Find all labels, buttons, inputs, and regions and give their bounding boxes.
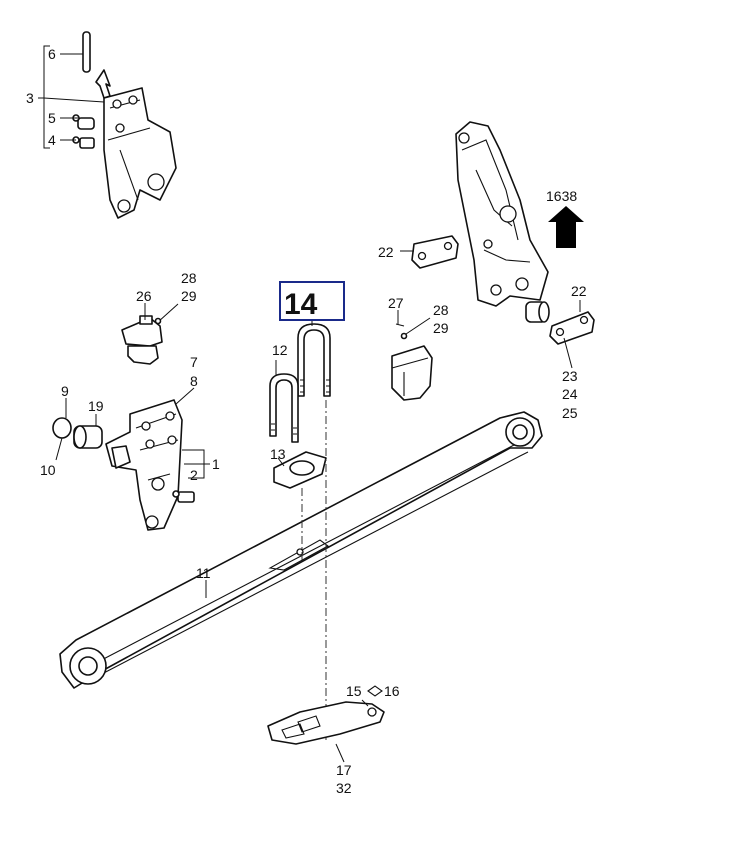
callout-8[interactable]: 8 [190, 373, 198, 389]
callout-32[interactable]: 32 [336, 780, 352, 796]
callout-7[interactable]: 7 [190, 354, 198, 370]
callout-15[interactable]: 15 [346, 683, 362, 699]
callout-25[interactable]: 25 [562, 405, 578, 421]
callout-19[interactable]: 19 [88, 398, 104, 414]
callout-12[interactable]: 12 [272, 342, 288, 358]
shackle-plate-left [400, 235, 459, 269]
callout-17[interactable]: 17 [336, 762, 352, 778]
callout-6[interactable]: 6 [48, 46, 56, 62]
callout-3[interactable]: 3 [26, 90, 34, 106]
bump-stop-right [391, 310, 433, 401]
u-bolt-front [269, 360, 299, 443]
callout-23[interactable]: 23 [562, 368, 578, 384]
callout-4[interactable]: 4 [48, 132, 56, 148]
callout-29-left[interactable]: 29 [181, 288, 197, 304]
callout-24[interactable]: 24 [562, 386, 578, 402]
shackle-plate-right [549, 300, 595, 369]
callout-2[interactable]: 2 [190, 467, 198, 483]
callout-16[interactable]: 16 [384, 683, 400, 699]
callout-22-right[interactable]: 22 [571, 283, 587, 299]
callout-22-left[interactable]: 22 [378, 244, 394, 260]
reference-label-1638[interactable]: 1638 [546, 188, 577, 204]
leaf-spring [59, 411, 543, 689]
callout-5[interactable]: 5 [48, 110, 56, 126]
highlight-box [279, 281, 345, 321]
spring-pad-13 [273, 451, 327, 489]
bottom-tie-plate [267, 685, 385, 763]
reference-arrow-1638 [548, 206, 584, 248]
callout-29-right[interactable]: 29 [433, 320, 449, 336]
callout-28-right[interactable]: 28 [433, 302, 449, 318]
callout-26[interactable]: 26 [136, 288, 152, 304]
callout-10[interactable]: 10 [40, 462, 56, 478]
spring-hanger-bracket-group [52, 387, 210, 531]
u-bolt-rear [297, 320, 331, 397]
rear-frame-bracket [455, 121, 550, 323]
callout-13[interactable]: 13 [270, 446, 286, 462]
callout-9[interactable]: 9 [61, 383, 69, 399]
callout-28-left[interactable]: 28 [181, 270, 197, 286]
callout-27[interactable]: 27 [388, 295, 404, 311]
bump-stop-left [121, 303, 179, 365]
callout-11[interactable]: 11 [196, 565, 211, 581]
callout-1[interactable]: 1 [212, 456, 220, 472]
front-hanger-bracket-group [38, 31, 177, 219]
callout-14-highlighted[interactable]: 14 [284, 288, 318, 321]
